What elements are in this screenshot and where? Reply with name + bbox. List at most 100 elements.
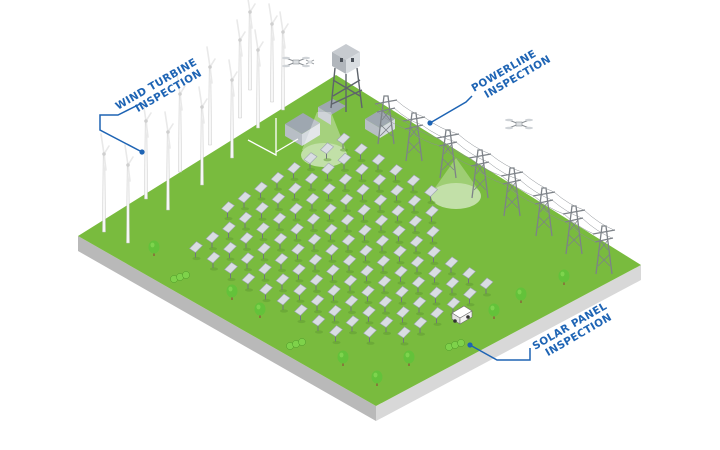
- solar-panel-icon: [323, 203, 337, 223]
- wind-turbine-icon: [206, 46, 216, 146]
- wind-turbine-icon: [176, 73, 186, 173]
- solar-panel-icon: [379, 316, 394, 335]
- drones: [282, 56, 533, 130]
- solar-panel-icon: [357, 204, 371, 223]
- shrub-icon: [170, 271, 190, 283]
- solar-panel-icon: [409, 235, 424, 255]
- tree-icon: [558, 269, 570, 285]
- solar-panel-icon: [411, 276, 426, 296]
- solar-panel-icon: [325, 243, 339, 263]
- solar-panel-icon: [354, 143, 368, 163]
- solar-panel-icon: [389, 164, 403, 184]
- solar-panel-icon: [259, 283, 273, 303]
- tree-icon: [226, 284, 238, 300]
- solar-panel-icon: [328, 304, 342, 324]
- tree-icon: [337, 350, 349, 366]
- solar-panel-icon: [376, 255, 391, 275]
- solar-panel-icon: [287, 162, 301, 181]
- solar-panel-icon: [345, 315, 360, 335]
- solar-panel-icon: [337, 152, 352, 172]
- ground: [78, 75, 641, 421]
- solar-panel-icon: [189, 241, 203, 261]
- solar-panel-icon: [378, 295, 393, 315]
- solar-panel-icon: [462, 267, 476, 286]
- solar-panel-icon: [407, 194, 422, 214]
- drone-icon: [305, 59, 315, 65]
- solar-panel-icon: [408, 215, 423, 235]
- solar-panel-icon: [320, 142, 334, 162]
- solar-panel-icon: [358, 224, 372, 244]
- solar-panel-icon: [291, 243, 305, 263]
- ground-left-side: [78, 236, 376, 421]
- transmission-tower-icon: [468, 149, 492, 199]
- transmission-tower-icon: [436, 129, 460, 179]
- solar-panel-icon: [304, 172, 319, 192]
- solar-panel-icon: [292, 263, 306, 283]
- solar-panel-icon: [377, 275, 392, 295]
- solar-panel-icon: [374, 214, 389, 234]
- solar-panel-icon: [274, 253, 289, 272]
- ground-top: [78, 75, 641, 406]
- transmission-tower-icon: [592, 225, 616, 275]
- solar-panel-icon: [270, 171, 285, 191]
- solar-panel-icon: [344, 295, 359, 314]
- solar-panel-icon: [326, 264, 340, 284]
- powerline-callout: POWERLINE INSPECTION: [427, 48, 553, 126]
- wind-turbine-icon: [124, 144, 134, 244]
- solar-panel-icon: [275, 273, 290, 293]
- solar-panel-icon: [310, 294, 325, 314]
- solar-panel-icon: [289, 202, 303, 222]
- solar-panel-icon: [223, 241, 237, 261]
- solar-panel-icon: [426, 225, 440, 245]
- wind-turbines: [100, 0, 289, 244]
- solar-panel-icon: [205, 231, 220, 251]
- drone-icon: [282, 56, 310, 68]
- wind-turbine-icon: [279, 11, 289, 111]
- solar-panel-icon: [256, 222, 270, 242]
- solar-panel-icon: [361, 285, 375, 305]
- solar-panel-icon: [373, 194, 388, 214]
- solar-panel-icon: [410, 255, 425, 275]
- wind-turbine-callout: WIND TURBINE INSPECTION: [99, 56, 204, 155]
- solar-panel-icon: [303, 152, 318, 172]
- tree-icon: [148, 240, 160, 256]
- solar-panel-icon: [444, 256, 459, 276]
- solar-panel-icon: [309, 274, 324, 293]
- solar-panel-icon: [362, 305, 376, 325]
- solar-panel-icon: [327, 284, 341, 304]
- solar-panel-icon: [238, 211, 253, 231]
- solar-panel-icon: [258, 262, 272, 282]
- solar-panel-icon: [393, 245, 407, 265]
- solar-panel-icon: [324, 223, 338, 243]
- solar-panel-icon: [360, 264, 374, 284]
- solar-panel-icon: [363, 325, 377, 345]
- ground-right-side: [376, 265, 641, 421]
- solar-panel-icon: [240, 252, 255, 272]
- solar-panel-icon: [356, 183, 370, 203]
- wind-turbine-icon: [198, 86, 208, 186]
- solar-panel-icon: [290, 222, 304, 242]
- solar-panel-icon: [288, 182, 302, 202]
- wind-turbine-icon: [228, 59, 238, 159]
- solar-panel-icon: [338, 173, 353, 193]
- solar-panel-icon: [390, 184, 404, 204]
- solar-panel-icon: [239, 232, 254, 251]
- wind-turbine-icon: [100, 133, 110, 233]
- solar-panel-icon: [392, 225, 406, 244]
- solar-panel-icon: [429, 286, 443, 306]
- tree-icon: [515, 287, 527, 303]
- drone-icon: [505, 118, 533, 130]
- solar-panel-icon: [424, 185, 438, 205]
- solar-panel-icon: [311, 314, 326, 334]
- shrub-icon: [445, 339, 465, 351]
- solar-panel-icon: [222, 221, 236, 241]
- tree-icon: [488, 303, 500, 319]
- solar-panel-icon: [255, 201, 269, 221]
- solar-panel-icon: [241, 272, 256, 292]
- solar-panel-icon: [254, 181, 268, 201]
- solar-panel-icon: [463, 287, 477, 307]
- solar-panel-icon: [237, 191, 252, 211]
- wind-turbine-icon: [164, 111, 174, 211]
- tree-icon: [371, 370, 383, 386]
